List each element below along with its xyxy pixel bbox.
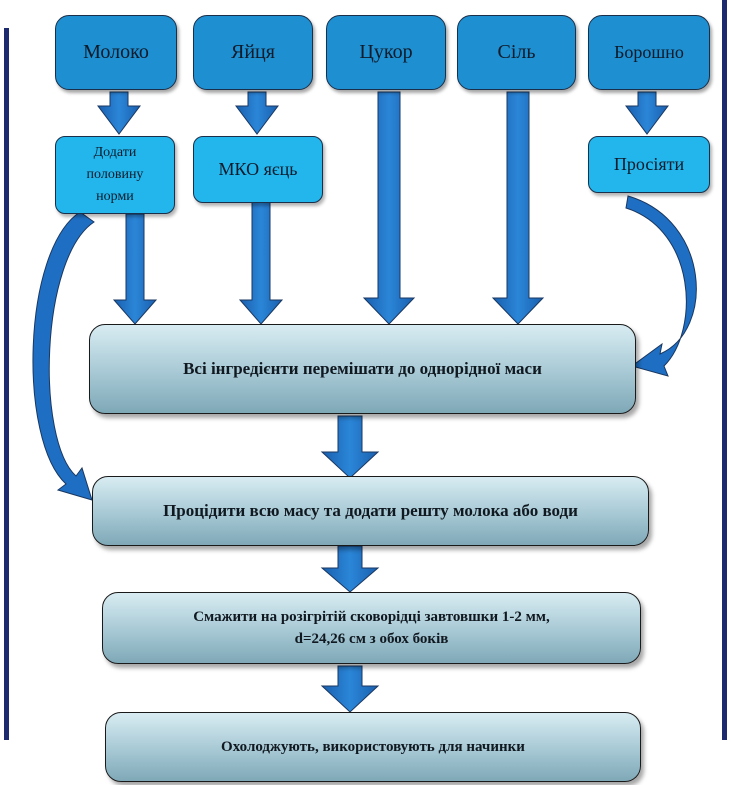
node-sift: Просіяти <box>588 136 710 193</box>
node-add-half-milk: Додати половину норми <box>55 136 175 214</box>
node-sugar-label: Цукор <box>359 41 413 63</box>
arrow-sugar-to-mix <box>362 91 416 325</box>
node-add-half-line1: Додати <box>93 145 137 160</box>
arrow-salt-to-mix <box>491 91 545 325</box>
node-flour: Борошно <box>588 15 710 90</box>
arrow-mko-to-mix <box>238 201 284 325</box>
node-milk-label: Молоко <box>83 41 149 63</box>
step-cool-text: Охолоджують, використовують для начинки <box>221 738 525 755</box>
node-eggs-label: Яйця <box>231 41 275 63</box>
arrow-half-to-strain-curved <box>32 211 95 501</box>
node-mko-eggs: МКО яєць <box>193 136 323 203</box>
node-sift-label: Просіяти <box>613 154 685 174</box>
step-mix: Всі інгредієнти перемішати до однорідної… <box>89 324 636 414</box>
step-mix-text: Всі інгредієнти перемішати до однорідної… <box>183 359 542 378</box>
arrow-half-to-mix <box>112 213 158 325</box>
node-add-half-line3: норми <box>96 189 134 204</box>
step-strain-text: Процідити всю масу та додати решту молок… <box>163 501 578 520</box>
arrow-mix-to-strain <box>320 415 380 479</box>
step-cool: Охолоджують, використовують для начинки <box>105 712 641 782</box>
arrow-fry-to-cool <box>320 665 380 713</box>
node-mko-eggs-label: МКО яєць <box>218 159 298 179</box>
node-eggs: Яйця <box>193 15 313 90</box>
node-flour-label: Борошно <box>614 42 684 62</box>
step-fry-line1: Смажити на розігрітій сковорідці завтовш… <box>193 609 550 625</box>
arrow-strain-to-fry <box>320 545 380 593</box>
step-strain: Процідити всю масу та додати решту молок… <box>92 476 649 546</box>
arrow-flour-to-sift <box>625 91 669 135</box>
node-sugar: Цукор <box>326 15 446 90</box>
node-add-half-line2: половину <box>86 167 144 182</box>
left-border-line <box>4 28 9 740</box>
step-fry: Смажити на розігрітій сковорідці завтовш… <box>102 592 641 664</box>
node-salt: Сіль <box>457 15 576 90</box>
node-milk: Молоко <box>55 15 177 90</box>
step-fry-line2: d=24,26 см з обох боків <box>294 631 449 647</box>
arrow-milk-to-half <box>97 91 141 135</box>
node-salt-label: Сіль <box>497 41 536 63</box>
right-border-line <box>722 0 727 740</box>
arrow-eggs-to-mko <box>235 91 279 135</box>
arrow-sift-to-mix-curved <box>625 195 697 377</box>
